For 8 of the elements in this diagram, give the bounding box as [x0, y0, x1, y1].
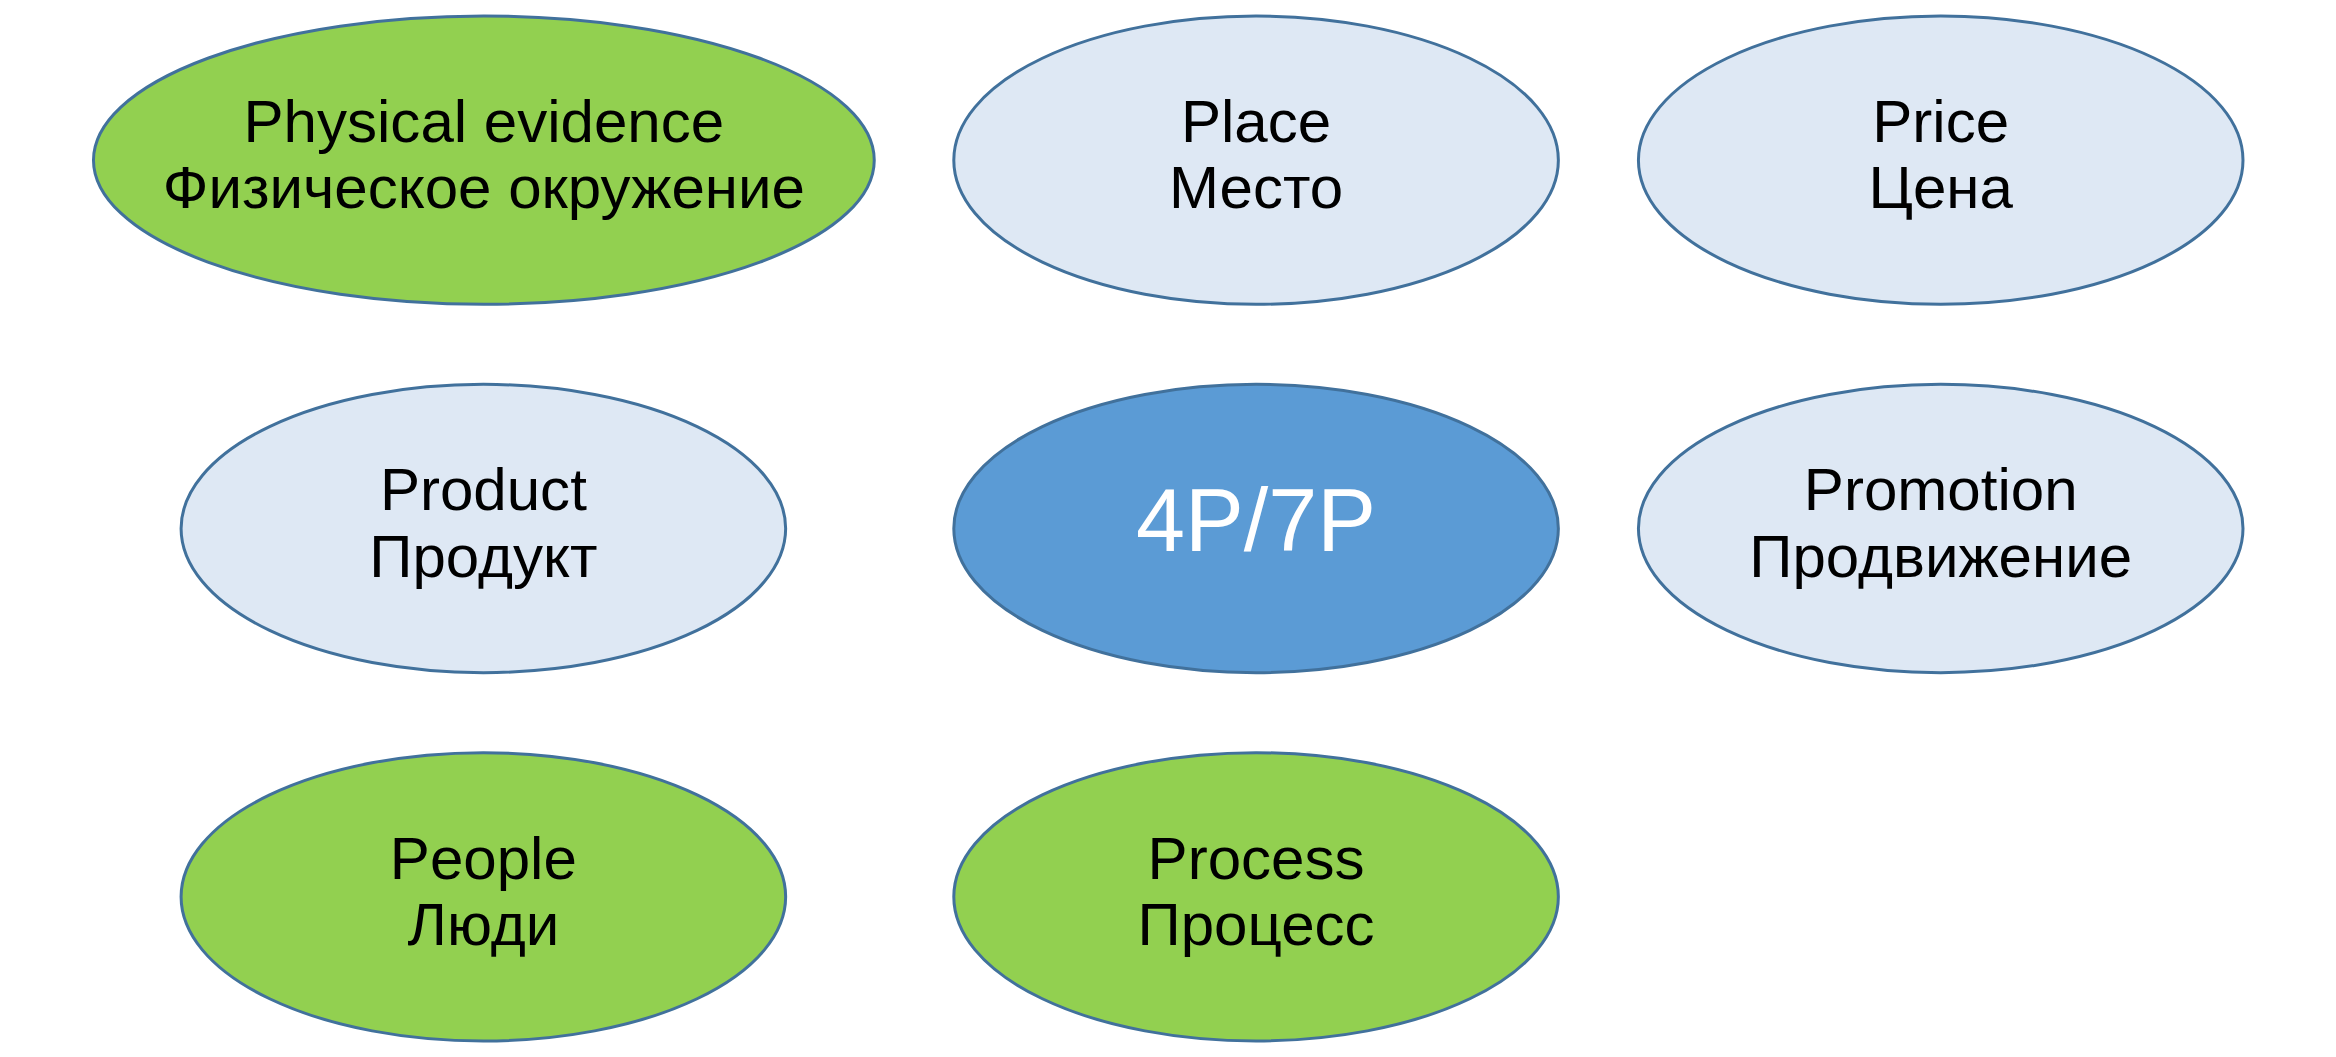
node-ellipse: Product Продукт	[179, 382, 788, 675]
node-ellipse: 4P/7P	[952, 382, 1560, 675]
node-ellipse: Place Место	[952, 14, 1560, 306]
node-ellipse: Price Цена	[1636, 14, 2245, 306]
node-ellipse: Process Процесс	[952, 751, 1560, 1043]
node-ellipse: Promotion Продвижение	[1636, 382, 2245, 675]
node-ellipse: Physical evidence Физическое окружение	[92, 14, 876, 306]
node-ellipse: People Люди	[179, 751, 788, 1043]
